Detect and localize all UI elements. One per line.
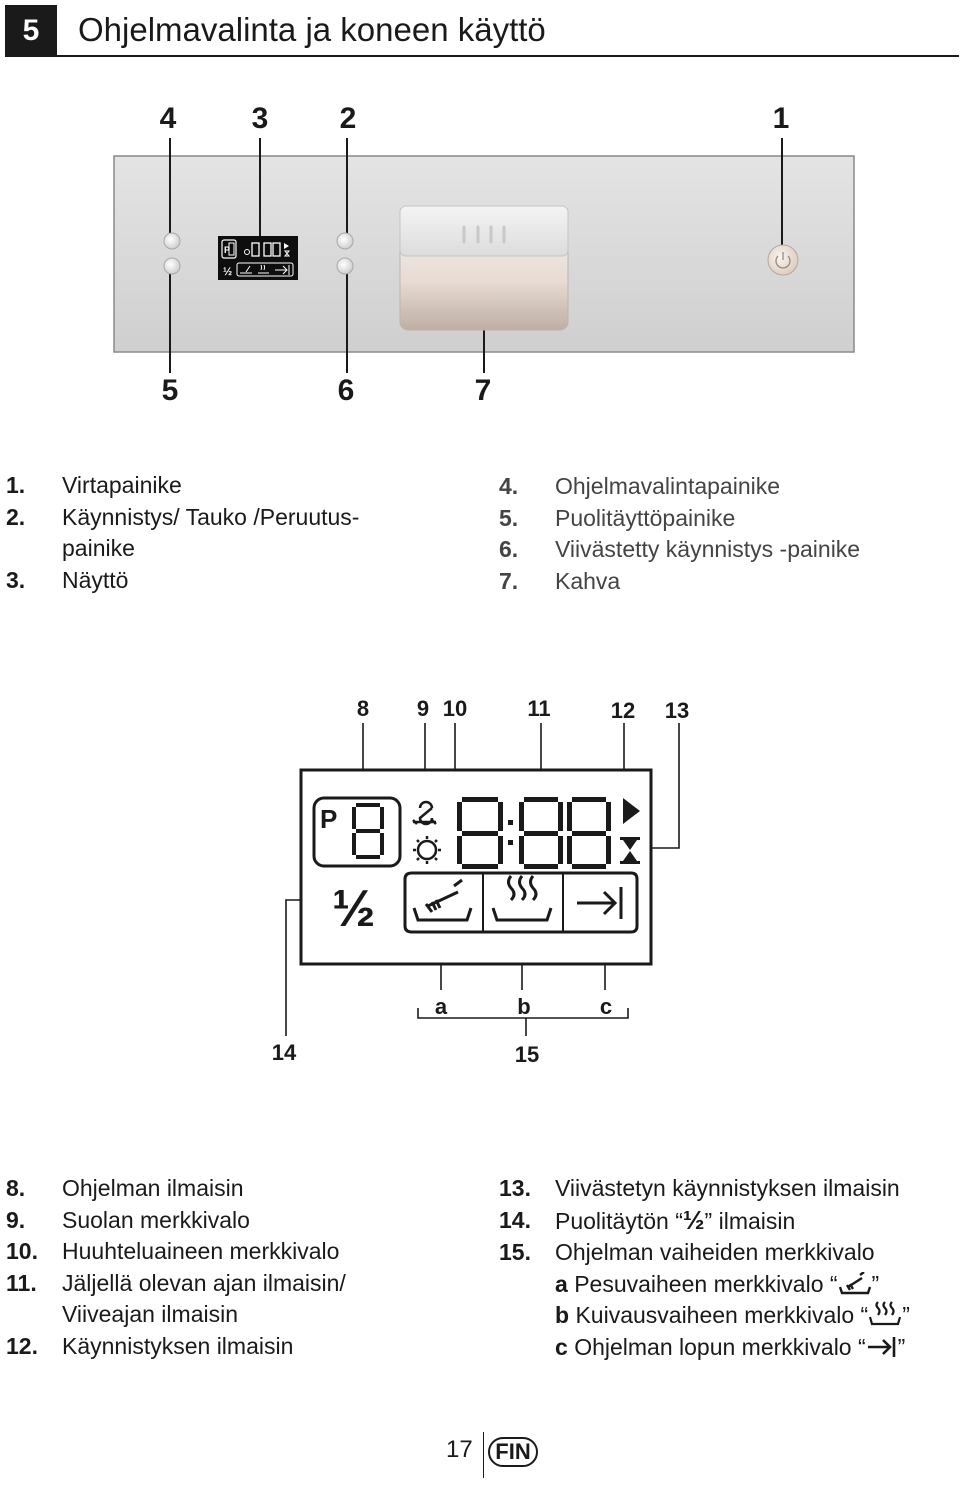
callout-2: 2 (339, 102, 357, 135)
half-load-symbol: ½ (332, 880, 375, 938)
start-pause-cancel-button[interactable] (336, 232, 354, 250)
program-phase-box (403, 871, 639, 934)
program-indicator: P (312, 796, 402, 868)
panel-legend-left: 1.Virtapainike 2.Käynnistys/ Tauko /Peru… (6, 470, 359, 596)
header-divider (57, 55, 959, 57)
dry-phase-icon (869, 1301, 902, 1326)
list-item: 13.Viivästetyn käynnistyksen ilmaisin (499, 1175, 900, 1201)
list-item: 5.Puolitäyttöpainike (499, 504, 736, 531)
list-item: 3.Näyttö (6, 566, 129, 593)
callout-5: 5 (161, 374, 179, 407)
power-icon (775, 252, 791, 269)
list-item: 6.Viivästetty käynnistys -painike (499, 536, 861, 563)
wash-phase-icon (838, 1271, 871, 1294)
half-load-button[interactable] (163, 257, 181, 275)
panel-callout-lines (169, 138, 783, 373)
list-item: 4.Ohjelmavalintapainike (499, 473, 781, 499)
page-title: Ohjelmavalinta ja koneen käyttö (78, 11, 546, 48)
list-item: 11.Jäljellä olevan ajan ilmaisin/Viiveaj… (6, 1269, 346, 1328)
callout-8: 8 (356, 696, 370, 721)
program-letter: P (320, 804, 337, 834)
callout-14: 14 (271, 1040, 297, 1065)
half-symbol: ½ (682, 1204, 705, 1235)
power-button[interactable] (767, 244, 799, 276)
page-number: 17 (446, 1436, 473, 1463)
rinse-aid-icon (413, 836, 441, 864)
wash-phase-icon (412, 878, 473, 922)
list-item: 12.Käynnistyksen ilmaisin (6, 1332, 294, 1359)
callout-9: 9 (416, 696, 430, 721)
dry-phase-icon (491, 875, 553, 922)
callout-b: b (517, 994, 531, 1019)
display-legend-left: 8.Ohjelman ilmaisin 9.Suolan merkkivalo … (6, 1173, 346, 1363)
callout-11: 11 (527, 696, 551, 721)
callout-a: a (434, 994, 448, 1019)
section-number: 5 (5, 5, 57, 57)
panel-legend-right: 4.Ohjelmavalintapainike 5.Puolitäyttöpai… (499, 471, 860, 597)
delay-start-button[interactable] (336, 257, 354, 275)
program-end-icon (577, 887, 623, 919)
list-item: 2.Käynnistys/ Tauko /Peruutus-painike (6, 503, 360, 562)
svg-text:½: ½ (223, 266, 232, 278)
display-legend-right: 13.Viivästetyn käynnistyksen ilmaisin 14… (499, 1173, 910, 1364)
list-item: c Ohjelman lopun merkkivalo “” (555, 1333, 906, 1360)
list-item: 1.Virtapainike (6, 472, 182, 498)
list-item: 9.Suolan merkkivalo (6, 1206, 250, 1233)
svg-text:P: P (224, 245, 230, 255)
callout-c: c (599, 994, 613, 1019)
callout-7: 7 (474, 374, 492, 407)
callout-6: 6 (337, 374, 355, 407)
hourglass-icon (620, 837, 640, 864)
seven-segment-digit (519, 797, 563, 869)
seven-segment-digit (352, 803, 384, 859)
list-item: 10.Huuhteluaineen merkkivalo (6, 1238, 340, 1265)
list-item: b Kuivausvaiheen merkkivalo “” (555, 1301, 910, 1329)
panel-display: P ½ (218, 236, 298, 280)
list-item: 8.Ohjelman ilmaisin (6, 1175, 244, 1201)
callout-15: 15 (514, 1042, 540, 1067)
callout-10: 10 (442, 696, 468, 721)
callout-3: 3 (251, 102, 269, 135)
list-item: 7.Kahva (499, 567, 621, 594)
callout-1: 1 (772, 102, 790, 135)
language-badge: FIN (488, 1437, 538, 1467)
callout-13: 13 (664, 698, 690, 723)
time-display (457, 797, 611, 869)
seven-segment-digit (567, 797, 611, 869)
footer-divider (483, 1432, 484, 1478)
callout-12: 12 (610, 698, 636, 723)
list-item: a Pesuvaiheen merkkivalo “” (555, 1270, 880, 1297)
door-handle[interactable] (399, 205, 569, 331)
salt-icon (412, 800, 437, 826)
list-item: 14.Puolitäytön “½” ilmaisin (499, 1204, 796, 1235)
seven-segment-digit (457, 797, 503, 869)
list-item: 15.Ohjelman vaiheiden merkkivalo (499, 1239, 875, 1266)
display-diagram: P (285, 723, 680, 1036)
callout-4: 4 (159, 102, 177, 135)
program-end-icon (867, 1336, 895, 1357)
control-panel-diagram: P ½ (113, 138, 855, 373)
program-select-button[interactable] (163, 232, 181, 250)
start-arrow-icon (623, 798, 640, 824)
